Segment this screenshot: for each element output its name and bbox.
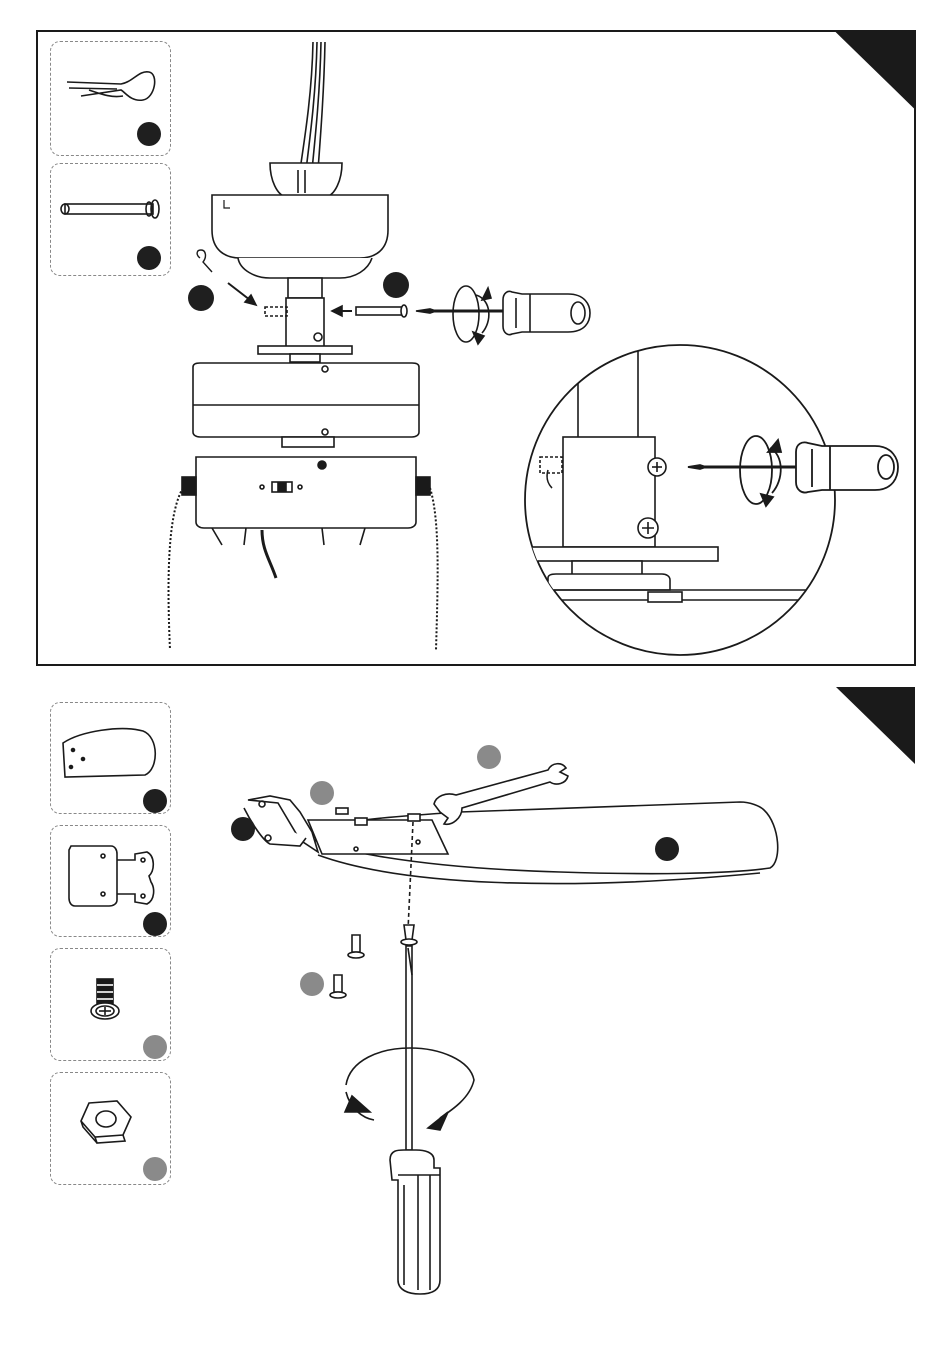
part-badge-screw [300,972,324,996]
part-badge-nut [310,781,334,805]
part-badge [143,789,167,813]
part-box-clevis-pin [50,163,171,276]
part-badge [143,912,167,936]
step-1-corner-tab [836,31,915,108]
part-box-hairpin-clip [50,41,171,156]
part-box-hex-nut [50,1072,171,1185]
fan-motor-assembly [169,42,590,650]
part-badge-bracket [231,817,255,841]
part-badge [143,1157,167,1181]
part-badge-blade [655,837,679,861]
part-badge [143,1035,167,1059]
part-box-blade-screw [50,948,171,1061]
part-box-blade-bracket [50,825,171,937]
part-badge [137,246,161,270]
zoom-detail-circle [524,340,898,655]
part-badge-nut-wrench [477,745,501,769]
step-2-corner-tab [836,687,915,764]
part-box-fan-blade [50,702,171,814]
blade-assembly [244,764,778,1294]
part-badge-pin [383,272,409,298]
part-badge [137,122,161,146]
part-badge-clip [188,285,214,311]
